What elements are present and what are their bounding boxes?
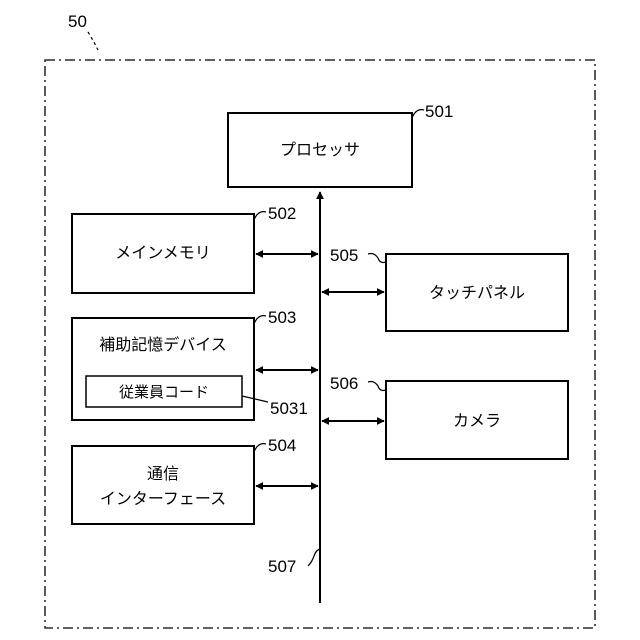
touch-panel-label: タッチパネル	[429, 283, 525, 302]
comm-interface-ref-leader	[254, 444, 266, 452]
bus-ref-leader	[308, 549, 320, 566]
processor-ref: 501	[425, 102, 453, 121]
processor-label: プロセッサ	[280, 140, 360, 159]
aux-storage-ref: 503	[268, 308, 296, 327]
camera-label: カメラ	[453, 411, 501, 430]
touch-panel-ref-leader	[368, 254, 386, 263]
aux-storage-label: 補助記憶デバイス	[99, 335, 227, 354]
comm-interface-ref: 504	[268, 436, 296, 455]
processor-ref-leader	[412, 110, 424, 118]
touch-panel-ref: 505	[330, 246, 358, 265]
employee-code-ref: 5031	[270, 399, 308, 418]
camera-ref-leader	[368, 382, 386, 391]
main-memory-label: メインメモリ	[115, 243, 211, 262]
employee-code-label: 従業員コード	[119, 383, 209, 401]
comm-interface-label-line2: インターフェース	[100, 489, 226, 508]
bus-ref: 507	[268, 557, 296, 576]
main-memory-ref-leader	[254, 212, 266, 220]
comm-interface-label-line1: 通信	[147, 464, 179, 483]
device-ref-number: 50	[68, 12, 87, 31]
device-ref-leader	[88, 32, 98, 50]
camera-ref: 506	[330, 374, 358, 393]
main-memory-ref: 502	[268, 204, 296, 223]
aux-storage-ref-leader	[254, 316, 266, 324]
comm-interface-box	[72, 446, 254, 524]
